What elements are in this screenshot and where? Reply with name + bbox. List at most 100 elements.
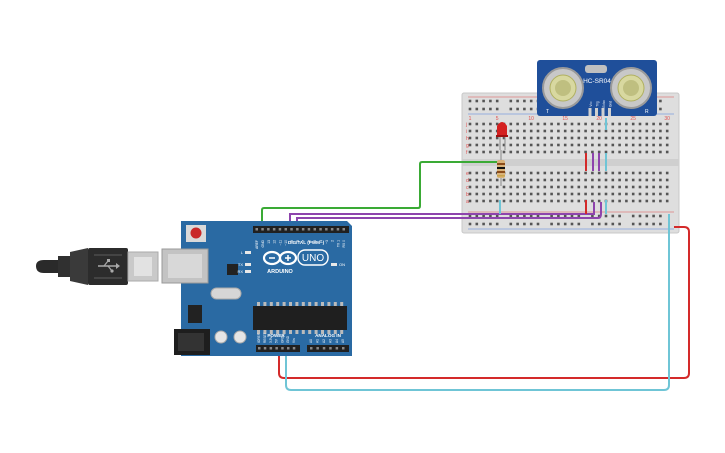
onboard-leds: L TX RX ON	[237, 250, 345, 274]
digital-pin-label: 12	[273, 240, 277, 244]
breadboard-hole	[563, 214, 567, 218]
sensor-pin	[588, 108, 592, 116]
header-hole	[335, 347, 339, 350]
breadboard-hole	[536, 143, 540, 147]
breadboard-hole	[468, 150, 472, 154]
breadboard-hole	[625, 136, 628, 140]
header-hole	[292, 347, 296, 350]
breadboard-hole	[529, 136, 533, 140]
analog-pin-label: A4	[335, 339, 339, 343]
breadboard-hole	[591, 129, 594, 133]
breadboard-hole	[652, 199, 655, 203]
header-hole	[263, 347, 267, 350]
breadboard-hole	[604, 136, 608, 140]
breadboard-hole	[529, 122, 533, 126]
breadboard-hole	[557, 222, 560, 226]
breadboard-hole	[536, 150, 540, 154]
usb-cable[interactable]	[36, 248, 159, 285]
analog-pin-label: A3	[328, 339, 332, 343]
wire-purple-trig	[289, 202, 595, 226]
breadboard-hole	[604, 171, 608, 175]
breadboard-hole	[665, 178, 669, 182]
breadboard-hole	[577, 129, 581, 133]
breadboard-hole	[570, 136, 574, 140]
column-number: 30	[664, 116, 670, 122]
breadboard-hole	[577, 185, 581, 189]
sensor-model: HC-SR04	[583, 78, 611, 85]
breadboard-hole	[665, 129, 669, 133]
breadboard-hole	[652, 171, 655, 175]
breadboard-hole	[523, 171, 526, 175]
header-hole	[284, 228, 287, 231]
breadboard-hole	[489, 185, 492, 189]
breadboard-hole	[550, 129, 553, 133]
breadboard-hole	[509, 107, 513, 111]
breadboard-hole	[557, 150, 560, 154]
breadboard-hole	[618, 185, 621, 189]
wires[interactable]	[261, 118, 690, 391]
header-hole	[319, 228, 322, 231]
breadboard-hole	[482, 222, 485, 226]
breadboard-hole	[489, 99, 492, 103]
breadboard-hole	[475, 192, 479, 196]
led[interactable]	[496, 122, 508, 150]
regulator	[188, 305, 202, 323]
breadboard-hole	[516, 136, 519, 140]
breadboard-hole	[625, 129, 628, 133]
chip-pin	[314, 330, 318, 334]
breadboard-hole	[570, 150, 574, 154]
breadboard-hole	[659, 185, 662, 189]
breadboard-hole	[557, 214, 560, 218]
breadboard-hole	[482, 214, 485, 218]
breadboard-hole	[468, 129, 472, 133]
breadboard-hole	[502, 150, 506, 154]
breadboard-hole	[611, 185, 615, 189]
breadboard-hole	[591, 192, 594, 196]
breadboard-hole	[577, 199, 581, 203]
breadboard-hole	[584, 171, 587, 175]
breadboard-hole	[631, 129, 635, 133]
wire-red-5v	[278, 226, 690, 379]
breadboard-hole	[584, 136, 587, 140]
breadboard-hole	[536, 129, 540, 133]
breadboard-hole	[604, 178, 608, 182]
breadboard-hole	[536, 178, 540, 182]
breadboard-hole	[631, 214, 635, 218]
resistor[interactable]	[497, 150, 505, 186]
breadboard-hole	[468, 185, 472, 189]
header-hole	[325, 228, 328, 231]
breadboard-hole	[570, 185, 574, 189]
breadboard-hole	[645, 122, 649, 126]
breadboard-hole	[665, 150, 669, 154]
breadboard-hole	[618, 129, 621, 133]
breadboard-hole	[475, 185, 479, 189]
breadboard-hole	[631, 222, 635, 226]
breadboard-hole	[495, 178, 499, 182]
chip-pin	[269, 302, 273, 306]
breadboard-hole	[516, 185, 519, 189]
breadboard-hole	[475, 214, 479, 218]
power-header[interactable]	[256, 345, 300, 352]
breadboard-hole	[659, 99, 662, 103]
analog-header[interactable]	[307, 345, 349, 352]
breadboard-hole	[570, 143, 574, 147]
led-tx-label: TX	[238, 262, 243, 267]
breadboard-hole	[584, 122, 587, 126]
breadboard-hole	[495, 199, 499, 203]
breadboard-hole	[489, 129, 492, 133]
breadboard-hole	[523, 199, 526, 203]
breadboard-hole	[591, 214, 594, 218]
breadboard-hole	[475, 178, 479, 182]
power-pin-label: IOREF	[257, 333, 261, 343]
breadboard-hole	[529, 192, 533, 196]
breadboard-hole	[638, 185, 642, 189]
breadboard-hole	[597, 222, 601, 226]
breadboard-hole	[529, 143, 533, 147]
header-hole	[316, 347, 319, 350]
analog-pin-label: A0	[309, 339, 313, 343]
digital-header[interactable]	[253, 226, 349, 233]
breadboard-hole	[516, 129, 519, 133]
breadboard-hole	[550, 171, 553, 175]
